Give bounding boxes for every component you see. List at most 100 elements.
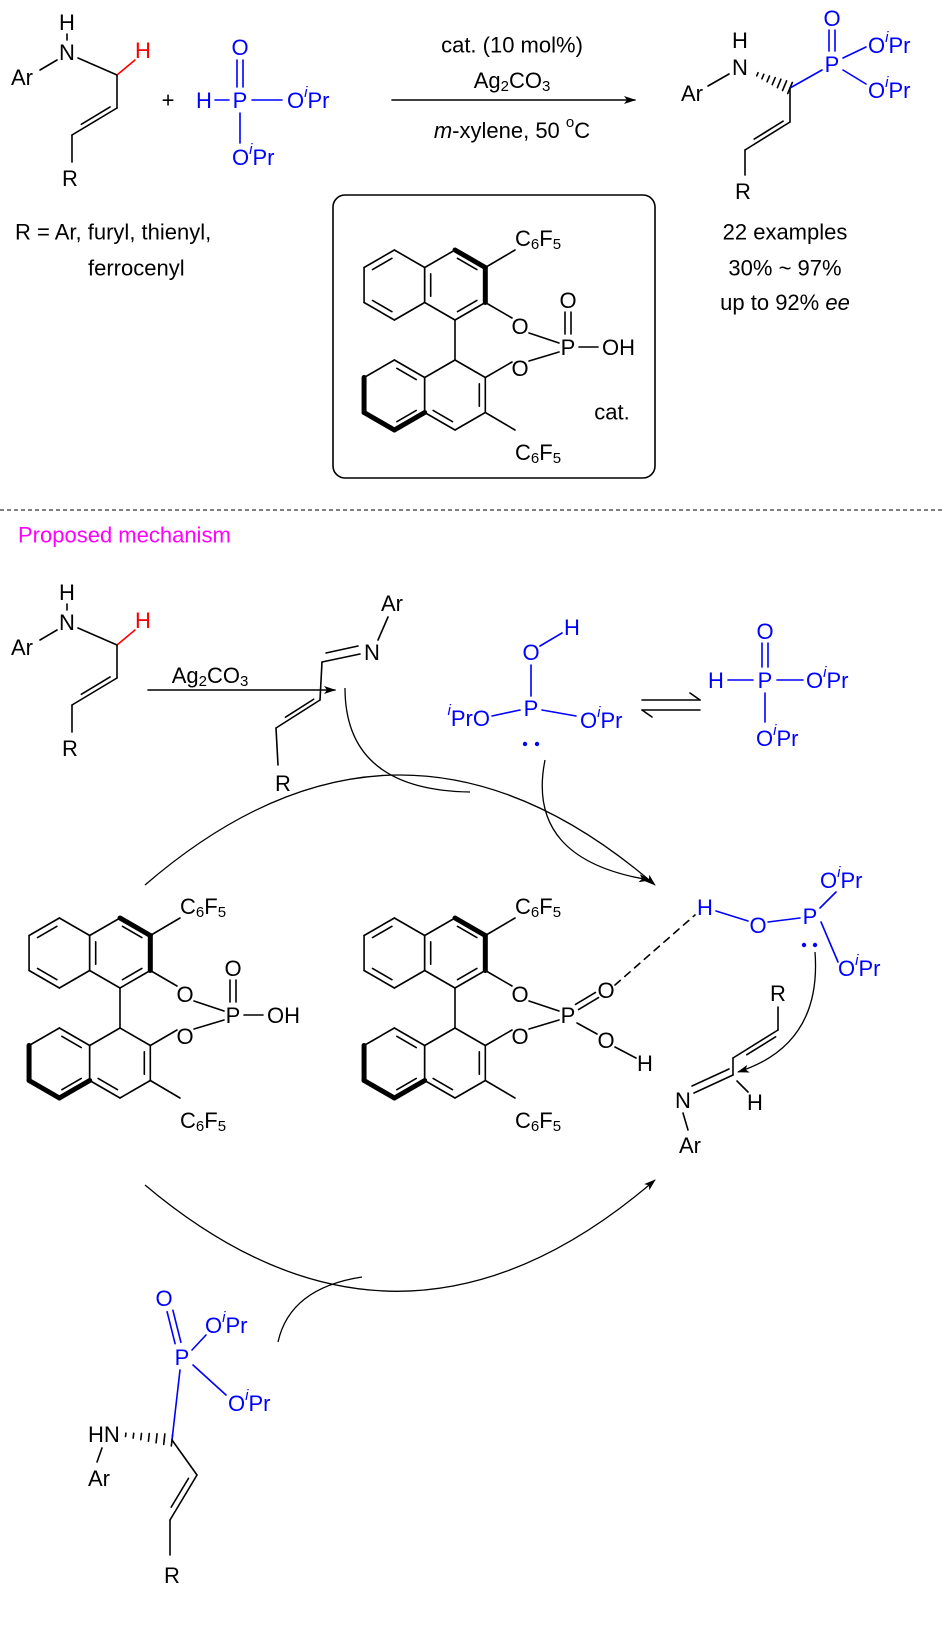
bond: [456, 925, 478, 939]
curved-arrow: [144, 774, 656, 886]
bond: [88, 917, 121, 937]
bond: [396, 1077, 418, 1091]
hashed-bond-segment: [755, 71, 759, 77]
bond: [149, 917, 181, 937]
mechanism-oxidant: Ag2CO3: [172, 663, 249, 690]
bond: [396, 409, 418, 423]
bond: [393, 1027, 426, 1047]
atom-label-oh: OH: [602, 335, 635, 360]
atom-label-r: R: [735, 179, 751, 204]
r-group-definition: R = Ar, furyl, thienyl,: [15, 220, 211, 245]
atom-label-oipr: OiPr: [580, 704, 622, 733]
hashed-bond-segment: [781, 80, 788, 92]
bond: [171, 1369, 181, 1441]
bond: [454, 359, 487, 379]
bond: [393, 917, 426, 937]
bond: [744, 121, 791, 151]
bond: [275, 699, 321, 729]
bond: [363, 359, 396, 379]
atom-label-r: R: [275, 771, 291, 796]
bond: [172, 1309, 182, 1344]
atom-label-o: O: [511, 356, 528, 381]
bond: [26, 1078, 62, 1101]
bond: [321, 653, 361, 663]
atom-label-n: N: [59, 40, 75, 65]
bond: [58, 1027, 91, 1047]
bond: [484, 249, 516, 269]
bond: [456, 257, 478, 271]
bond: [80, 106, 111, 126]
atom-label-h: H: [564, 615, 580, 640]
atom-label-ar: Ar: [88, 1466, 110, 1491]
atom-label-c6f5: C6F5: [515, 440, 561, 467]
bond: [689, 692, 701, 701]
bond: [484, 301, 513, 319]
atom-label-o: O: [823, 6, 840, 31]
atom-label-n: N: [732, 55, 748, 80]
bond: [767, 917, 801, 923]
bond: [363, 301, 396, 321]
bond: [377, 616, 389, 641]
bond: [753, 120, 784, 140]
atom-label-h: H: [59, 580, 75, 605]
atom-label-hn: HN: [88, 1422, 120, 1447]
atom-label-ar: Ar: [11, 65, 33, 90]
bond: [693, 1074, 734, 1094]
bond: [641, 709, 653, 718]
bond: [736, 1080, 749, 1093]
bond: [707, 73, 730, 87]
bond: [423, 301, 456, 321]
hashed-bond-segment: [771, 76, 777, 86]
atom-label-h: H: [196, 88, 212, 113]
bond: [456, 967, 478, 981]
bond: [363, 1027, 396, 1047]
atom-label-o: O: [176, 982, 193, 1007]
curved-arrow: [541, 759, 651, 883]
bond: [691, 1068, 730, 1087]
atom-label-o: O: [749, 913, 766, 938]
bond: [842, 46, 867, 59]
bond: [371, 925, 393, 939]
bond: [539, 632, 563, 647]
lone-pair-dot: [812, 942, 818, 948]
lone-pair-dot: [801, 942, 807, 948]
catalyst-box: [332, 194, 656, 479]
bond: [119, 969, 152, 989]
bond: [58, 969, 91, 989]
atom-label-h: H: [59, 10, 75, 35]
atom-label-p: P: [175, 1345, 190, 1370]
atom-label-oh: OH: [267, 1003, 300, 1028]
yield-range: 30% ~ 97%: [728, 256, 841, 281]
atom-label-o: O: [511, 1024, 528, 1049]
atom-label-n: N: [675, 1088, 691, 1113]
r-group-definition-cont: ferrocenyl: [88, 256, 185, 281]
examples-count: 22 examples: [723, 220, 848, 245]
bond: [371, 967, 393, 981]
bond: [80, 676, 111, 696]
mechanism-title: Proposed mechanism: [18, 523, 231, 548]
atom-label-oipr: OiPr: [287, 84, 329, 113]
atom-label-r: R: [164, 1563, 180, 1588]
bond: [423, 969, 456, 989]
bond: [393, 249, 426, 269]
bond: [193, 1000, 225, 1012]
bond: [149, 969, 178, 987]
bond: [28, 969, 61, 989]
bond: [117, 915, 153, 938]
bond: [454, 301, 487, 321]
bond: [325, 645, 359, 654]
bond: [119, 1027, 152, 1047]
atom-label-r: R: [62, 166, 78, 191]
bond: [149, 1079, 181, 1099]
bond: [484, 1029, 513, 1047]
bond: [456, 299, 478, 313]
bond: [541, 709, 577, 717]
bond: [452, 247, 488, 270]
bond: [61, 1035, 83, 1049]
bond: [576, 1022, 598, 1035]
bond: [528, 332, 560, 344]
bond: [166, 1310, 176, 1345]
atom-label-r: R: [62, 736, 78, 761]
curved-arrow: [344, 687, 471, 793]
